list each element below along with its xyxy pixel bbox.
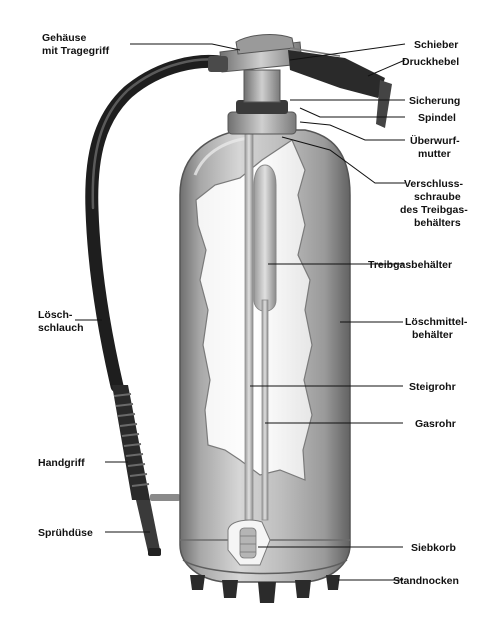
spray-nozzle <box>136 494 180 556</box>
label-druckhebel: Druckhebel <box>402 56 459 68</box>
label-loeschschlauch-1: Lösch- <box>38 309 73 321</box>
label-ueberwurf-1: Überwurf- <box>410 134 460 147</box>
label-loeschschlauch-2: schlauch <box>38 322 84 334</box>
label-verschluss-1: Verschluss- <box>404 178 463 190</box>
label-verschluss-4: behälters <box>414 217 461 229</box>
label-loeschmittel-1: Löschmittel- <box>405 316 468 328</box>
leader-verschluss <box>281 136 405 184</box>
leader-ueberwurf <box>299 121 405 141</box>
tank-feet <box>190 575 340 603</box>
label-handgriff: Handgriff <box>38 457 85 469</box>
label-gehaeuse-2: mit Tragegriff <box>42 45 110 57</box>
label-schieber: Schieber <box>414 39 458 51</box>
label-steigrohr: Steigrohr <box>409 381 456 393</box>
leader-spindel <box>299 107 405 118</box>
label-verschluss-3: des Treibgas- <box>400 204 468 216</box>
lever <box>288 47 392 128</box>
leader-druckhebel <box>367 59 406 77</box>
label-gehaeuse-1: Gehäuse <box>42 32 87 44</box>
label-spindel: Spindel <box>418 112 456 124</box>
label-standnocken: Standnocken <box>393 575 459 587</box>
label-siebkorb: Siebkorb <box>411 542 456 554</box>
valve-head <box>208 34 303 135</box>
label-gasrohr: Gasrohr <box>415 418 456 430</box>
label-verschluss-2: schraube <box>414 191 461 203</box>
strainer-cutaway <box>227 519 271 566</box>
label-loeschmittel-2: behälter <box>412 329 453 341</box>
label-ueberwurf-2: mutter <box>418 148 451 160</box>
leader-gehaeuse <box>130 43 241 51</box>
leader-lines <box>75 43 406 581</box>
cutaway-view <box>195 109 313 521</box>
labels: Gehäuse mit Tragegriff Schieber Druckheb… <box>38 32 468 587</box>
hose <box>85 55 232 393</box>
label-sicherung: Sicherung <box>409 95 460 107</box>
label-spruehduese: Sprühdüse <box>38 527 93 539</box>
hose-handle <box>112 385 150 500</box>
label-treibgas: Treibgasbehälter <box>368 259 452 271</box>
leader-schieber <box>289 43 406 61</box>
